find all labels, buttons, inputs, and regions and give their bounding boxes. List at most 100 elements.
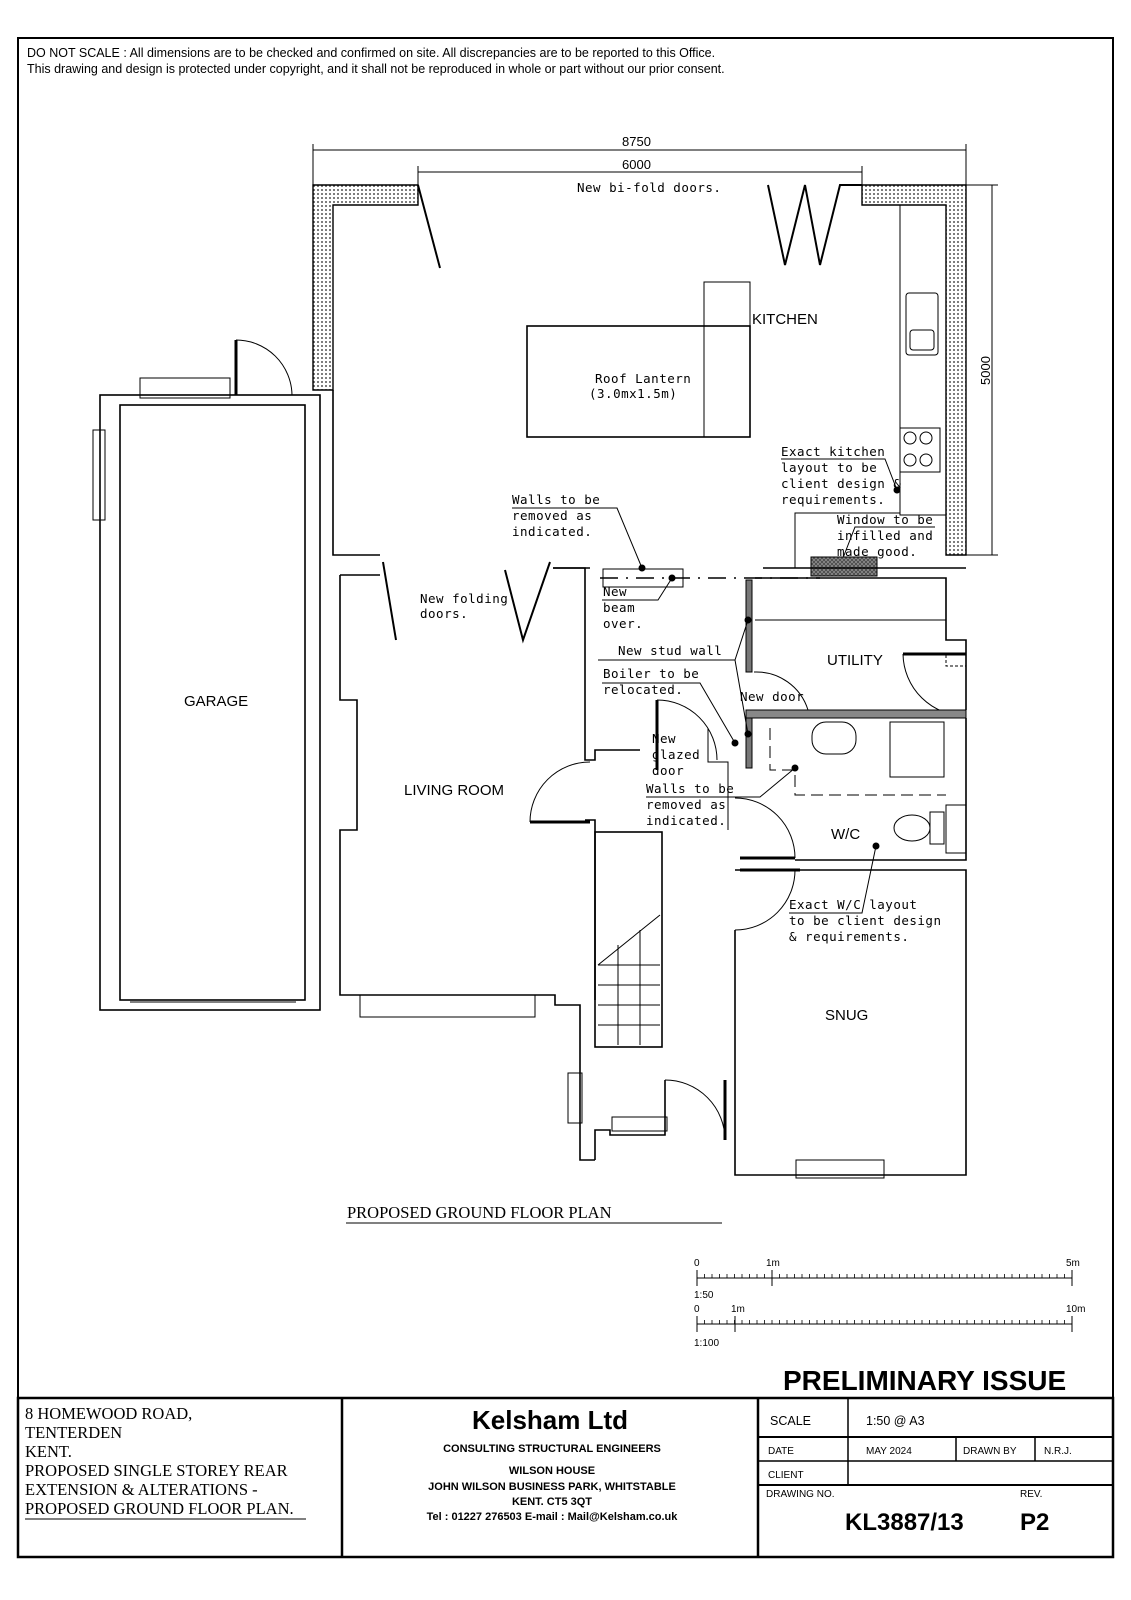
- svg-text:infilled and: infilled and: [837, 528, 933, 543]
- svg-text:1m: 1m: [766, 1258, 780, 1269]
- svg-text:New stud wall: New stud wall: [618, 643, 722, 658]
- company-address-3: KENT. CT5 3QT: [512, 1496, 592, 1508]
- roof-lantern-label: Roof Lantern: [595, 371, 691, 386]
- disclaimer-line-1: DO NOT SCALE : All dimensions are to be …: [27, 46, 715, 60]
- plan-title: PROPOSED GROUND FLOOR PLAN: [347, 1203, 612, 1222]
- rev-label: REV.: [1020, 1489, 1042, 1500]
- svg-text:Boiler to be: Boiler to be: [603, 666, 699, 681]
- svg-text:New folding: New folding: [420, 591, 508, 606]
- beam-note: New beam over.: [602, 574, 676, 631]
- svg-text:5m: 5m: [1066, 1258, 1080, 1269]
- svg-text:EXTENSION & ALTERATIONS -: EXTENSION & ALTERATIONS -: [25, 1480, 258, 1499]
- company-contact: Tel : 01227 276503 E-mail : Mail@Kelsham…: [427, 1511, 679, 1523]
- room-label-wc: W/C: [831, 826, 860, 843]
- svg-text:client design &: client design &: [781, 476, 901, 491]
- utility-wc-snug-walls: [707, 577, 967, 1179]
- kitchen-note: Exact kitchen layout to be client design…: [781, 444, 901, 507]
- svg-text:KENT.: KENT.: [25, 1442, 72, 1461]
- svg-text:Walls to be: Walls to be: [646, 781, 734, 796]
- dimension-6000: 6000: [622, 157, 651, 172]
- kitchen-units: [526, 205, 946, 516]
- room-label-snug: SNUG: [825, 1007, 868, 1024]
- svg-text:doors.: doors.: [420, 606, 468, 621]
- date-label: DATE: [768, 1446, 794, 1457]
- drawing-number: KL3887/13: [845, 1509, 964, 1536]
- scale-label: SCALE: [770, 1414, 811, 1428]
- walls-removed-note-2: Walls to be removed as indicated.: [646, 764, 799, 828]
- svg-text:removed as: removed as: [646, 797, 726, 812]
- window-note: Window to be infilled and made good.: [837, 512, 935, 572]
- scale-bar-1-100: 0 1m 10m 1:100: [694, 1304, 1085, 1349]
- svg-text:0: 0: [694, 1258, 700, 1269]
- preliminary-issue-stamp: PRELIMINARY ISSUE: [783, 1365, 1066, 1396]
- glazed-door-note: New glazed door: [652, 699, 718, 778]
- svg-text:Exact kitchen: Exact kitchen: [781, 444, 885, 459]
- roof-lantern-size: (3.0mx1.5m): [589, 386, 677, 401]
- company-address-2: JOHN WILSON BUSINESS PARK, WHITSTABLE: [428, 1481, 676, 1493]
- stud-wall-note: New stud wall: [598, 616, 752, 738]
- svg-text:layout to be: layout to be: [781, 460, 877, 475]
- svg-text:New: New: [652, 731, 676, 746]
- svg-text:to be client design: to be client design: [789, 913, 942, 928]
- svg-text:PROPOSED GROUND FLOOR PLAN.: PROPOSED GROUND FLOOR PLAN.: [25, 1499, 294, 1518]
- room-label-utility: UTILITY: [827, 652, 883, 669]
- title-block: [16, 1396, 1115, 1559]
- svg-text:indicated.: indicated.: [646, 813, 726, 828]
- scale-bar-ticks: [696, 1274, 1073, 1324]
- infilled-window: [810, 556, 878, 577]
- svg-text:10m: 10m: [1066, 1304, 1085, 1315]
- scale-bar-1-50: 0 1m 5m 1:50: [694, 1258, 1080, 1301]
- new-door-label: New door: [740, 689, 804, 704]
- staircase: [594, 831, 663, 1048]
- svg-text:8 HOMEWOOD ROAD,: 8 HOMEWOOD ROAD,: [25, 1404, 192, 1423]
- drawing-no-label: DRAWING NO.: [766, 1489, 835, 1500]
- svg-text:0: 0: [694, 1304, 700, 1315]
- svg-text:requirements.: requirements.: [781, 492, 885, 507]
- folding-doors-label: New folding doors.: [420, 591, 508, 621]
- svg-text:Walls to be: Walls to be: [512, 492, 600, 507]
- disclaimer-line-2: This drawing and design is protected und…: [27, 62, 725, 76]
- svg-text:& requirements.: & requirements.: [789, 929, 909, 944]
- bifold-doors: [417, 184, 862, 269]
- company-address-1: WILSON HOUSE: [509, 1465, 595, 1477]
- boiler-note: Boiler to be relocated.: [602, 666, 739, 747]
- company-subtitle: CONSULTING STRUCTURAL ENGINEERS: [443, 1443, 661, 1455]
- svg-text:1:50: 1:50: [694, 1290, 714, 1301]
- dimension-lines: [312, 144, 998, 556]
- bifold-doors-label: New bi-fold doors.: [577, 180, 721, 195]
- client-label: CLIENT: [768, 1470, 804, 1481]
- svg-text:made good.: made good.: [837, 544, 917, 559]
- drawn-by-label: DRAWN BY: [963, 1446, 1017, 1457]
- room-label-garage: GARAGE: [184, 693, 248, 710]
- project-address: 8 HOMEWOOD ROAD, TENTERDEN KENT. PROPOSE…: [25, 1404, 306, 1520]
- dimension-5000: 5000: [978, 356, 993, 385]
- wc-note: Exact W/C layout to be client design & r…: [789, 842, 942, 944]
- drawn-by-value: N.R.J.: [1044, 1446, 1072, 1457]
- svg-text:1m: 1m: [731, 1304, 745, 1315]
- scale-value: 1:50 @ A3: [866, 1414, 925, 1428]
- room-label-living-room: LIVING ROOM: [404, 782, 504, 799]
- svg-text:glazed: glazed: [652, 747, 700, 762]
- svg-text:1:100: 1:100: [694, 1338, 719, 1349]
- svg-text:Exact W/C layout: Exact W/C layout: [789, 897, 917, 912]
- company-name: Kelsham Ltd: [472, 1405, 628, 1435]
- new-stud-wall-lower: [745, 717, 753, 769]
- svg-text:door: door: [652, 763, 684, 778]
- svg-text:TENTERDEN: TENTERDEN: [25, 1423, 122, 1442]
- revision: P2: [1020, 1509, 1049, 1536]
- svg-text:Window to be: Window to be: [837, 512, 933, 527]
- svg-text:New: New: [603, 584, 627, 599]
- garage-walls: [92, 339, 321, 1011]
- svg-text:indicated.: indicated.: [512, 524, 592, 539]
- svg-text:removed as: removed as: [512, 508, 592, 523]
- room-label-kitchen: KITCHEN: [752, 311, 818, 328]
- svg-text:beam: beam: [603, 600, 635, 615]
- new-stud-wall-upper: [745, 579, 753, 673]
- date-value: MAY 2024: [866, 1446, 912, 1457]
- svg-text:PROPOSED SINGLE STOREY REAR: PROPOSED SINGLE STOREY REAR: [25, 1461, 288, 1480]
- svg-text:relocated.: relocated.: [603, 682, 683, 697]
- svg-text:over.: over.: [603, 616, 643, 631]
- dimension-8750: 8750: [622, 134, 651, 149]
- hall-walls: [567, 1072, 727, 1160]
